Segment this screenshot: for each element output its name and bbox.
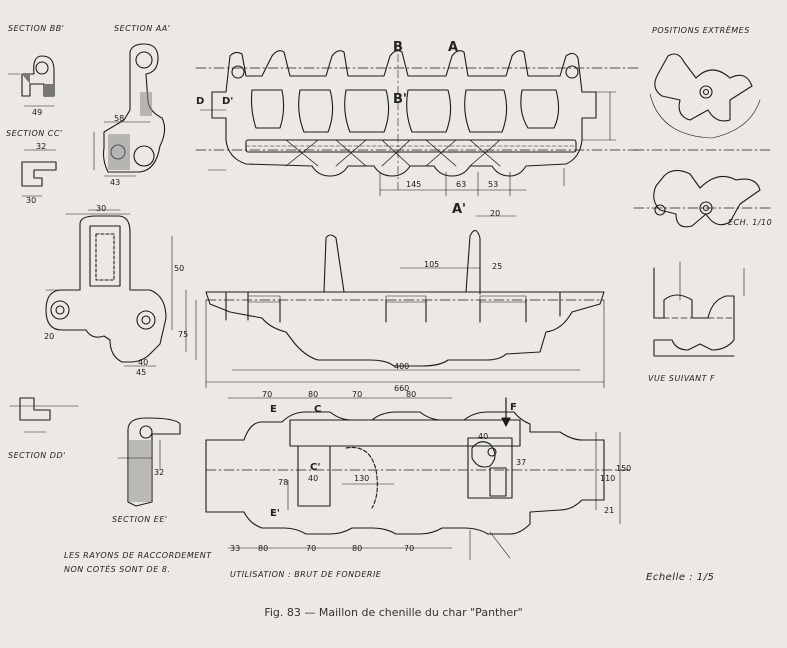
section-cc-label: SECTION CC' (6, 129, 63, 138)
dim-70-bottom-1: 70 (306, 544, 317, 553)
dim-40-side: 40 (138, 358, 149, 367)
dim-40-center: 40 (308, 474, 319, 483)
dim-58: 58 (114, 114, 125, 123)
fillet-radius-note-line2: NON COTÉS SONT DE 8. (64, 565, 171, 574)
dim-80-bottom-2: 80 (352, 544, 363, 553)
dim-80-top-2: 80 (406, 390, 417, 399)
middle-elevation-view (196, 216, 604, 388)
bottom-plan-view (206, 398, 630, 560)
section-letter-b-prime: B' (393, 92, 407, 107)
dim-70-top-1: 70 (262, 390, 273, 399)
dim-49: 49 (32, 108, 43, 117)
figure-caption: Fig. 83 — Maillon de chenille du char "P… (264, 606, 523, 619)
dim-40-right: 40 (478, 432, 489, 441)
section-ee-drawing (118, 418, 180, 506)
section-dd-label: SECTION DD' (8, 451, 66, 460)
dim-70-bottom-2: 70 (404, 544, 415, 553)
dim-145: 145 (406, 180, 422, 189)
vue-suivant-f-label: VUE SUIVANT F (648, 374, 716, 383)
dim-30-side: 30 (96, 204, 107, 213)
usage-note: UTILISATION : BRUT DE FONDERIE (230, 570, 382, 579)
dim-30-cc: 30 (26, 196, 37, 205)
dim-21: 21 (604, 506, 615, 515)
dim-37: 37 (516, 458, 527, 467)
dim-150: 150 (616, 464, 632, 473)
section-letter-c-prime: C' (310, 462, 321, 473)
dim-33-bottom: 33 (230, 544, 241, 553)
dim-20-side: 20 (44, 332, 55, 341)
left-side-view (46, 210, 186, 366)
drawing-scale-label: Echelle : 1/5 (646, 572, 715, 583)
dim-45-side: 45 (136, 368, 147, 377)
section-letter-e: E (270, 404, 277, 415)
dim-32-ee: 32 (154, 468, 165, 477)
section-ee-label: SECTION EE' (112, 515, 168, 524)
view-letter-f: F (510, 402, 517, 413)
dim-43: 43 (110, 178, 121, 187)
section-bb-label: SECTION BB' (8, 24, 65, 33)
dim-130: 130 (354, 474, 370, 483)
dim-20-top: 20 (490, 209, 501, 218)
dim-53: 53 (488, 180, 499, 189)
dim-25: 25 (492, 262, 503, 271)
section-letter-d: D (196, 96, 205, 107)
view-scale-label: ECH. 1/10 (728, 218, 773, 227)
dim-110: 110 (600, 474, 616, 483)
top-plan-view (196, 51, 640, 196)
section-letter-b: B (393, 40, 403, 55)
dim-50-side: 50 (174, 264, 185, 273)
dim-80-bottom-1: 80 (258, 544, 269, 553)
dim-63: 63 (456, 180, 467, 189)
positions-extremes-label: POSITIONS EXTRÊMES (652, 26, 750, 35)
view-f-drawing (654, 262, 744, 356)
section-aa-label: SECTION AA' (114, 24, 171, 33)
section-letter-a-prime: A' (452, 202, 467, 217)
section-dd-drawing (10, 398, 78, 432)
dim-70-top-2: 70 (352, 390, 363, 399)
section-cc-drawing (22, 150, 56, 196)
section-bb-drawing (8, 56, 54, 106)
fillet-radius-note-line1: LES RAYONS DE RACCORDEMENT (64, 551, 212, 560)
section-letter-d-prime: D' (222, 96, 234, 107)
section-letter-e-prime: E' (270, 508, 280, 519)
dim-80-top-1: 80 (308, 390, 319, 399)
dim-78: 78 (278, 478, 289, 487)
dim-75: 75 (178, 330, 189, 339)
section-letter-c: C (314, 404, 322, 415)
section-aa-drawing (94, 44, 165, 176)
dim-105: 105 (424, 260, 440, 269)
dim-660: 660 (394, 384, 410, 393)
section-letter-a: A (448, 40, 459, 55)
dim-400: 400 (394, 362, 410, 371)
extreme-positions-view (634, 54, 770, 227)
dim-32-cc: 32 (36, 142, 47, 151)
